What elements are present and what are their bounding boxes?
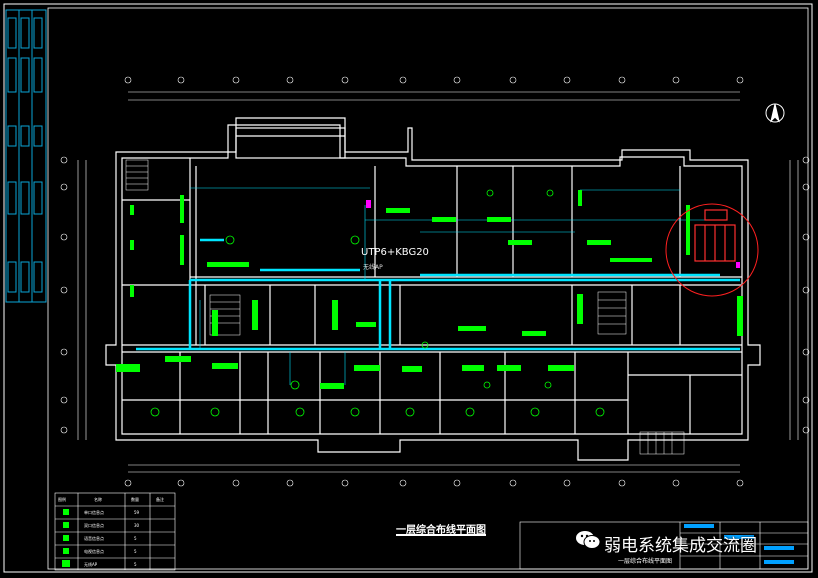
legend-row-qty: 5	[134, 562, 137, 567]
legend-row-name: 无线AP	[84, 562, 98, 567]
legend-row-name: 单口信息点	[84, 510, 104, 515]
legend-symbols	[62, 509, 70, 567]
inner-frame	[47, 7, 809, 570]
equipment-rack-icons	[694, 209, 736, 262]
title-block	[519, 521, 809, 570]
legend-header-name: 名称	[94, 497, 102, 502]
legend-row-name: 语音信息点	[84, 536, 104, 541]
cable-sublabel: 无线AP	[363, 264, 383, 271]
north-arrow-icon	[765, 103, 785, 123]
legend-header-symbol: 图例	[58, 497, 66, 502]
legend-header-qty: 数量	[131, 497, 139, 502]
cable-trays	[136, 238, 740, 351]
wechat-logo-icon	[576, 531, 601, 549]
title-block-caption: 一层综合布线平面图	[618, 558, 673, 565]
building-walls	[105, 117, 761, 461]
sheet-border	[3, 3, 813, 573]
cable-runs	[190, 187, 720, 385]
title-block-accent	[684, 524, 794, 564]
cable-label: UTP6+KBG20	[361, 247, 429, 258]
legend-header-note: 备注	[156, 497, 164, 502]
legend-row-qty: 59	[134, 510, 140, 515]
left-binding-strip	[5, 9, 47, 303]
plan-title: 一层综合布线平面图	[396, 525, 486, 536]
watermark-text: 弱电系统集成交流圈	[604, 536, 757, 556]
legend-table	[54, 492, 176, 571]
axis-bubbles	[60, 76, 810, 487]
legend-row-qty: 5	[134, 549, 137, 554]
legend-row-qty: 5	[134, 536, 137, 541]
highlight-circle	[665, 203, 759, 297]
legend-row-name: 电视信息点	[84, 549, 104, 554]
legend-row-qty: 30	[134, 523, 140, 528]
info-outlets	[116, 190, 743, 389]
dimension-lines	[77, 91, 799, 473]
staircases	[125, 159, 685, 455]
wifi-ap-icons	[366, 200, 740, 268]
outlet-markers	[150, 189, 605, 417]
legend-row-name: 双口信息点	[84, 523, 104, 528]
